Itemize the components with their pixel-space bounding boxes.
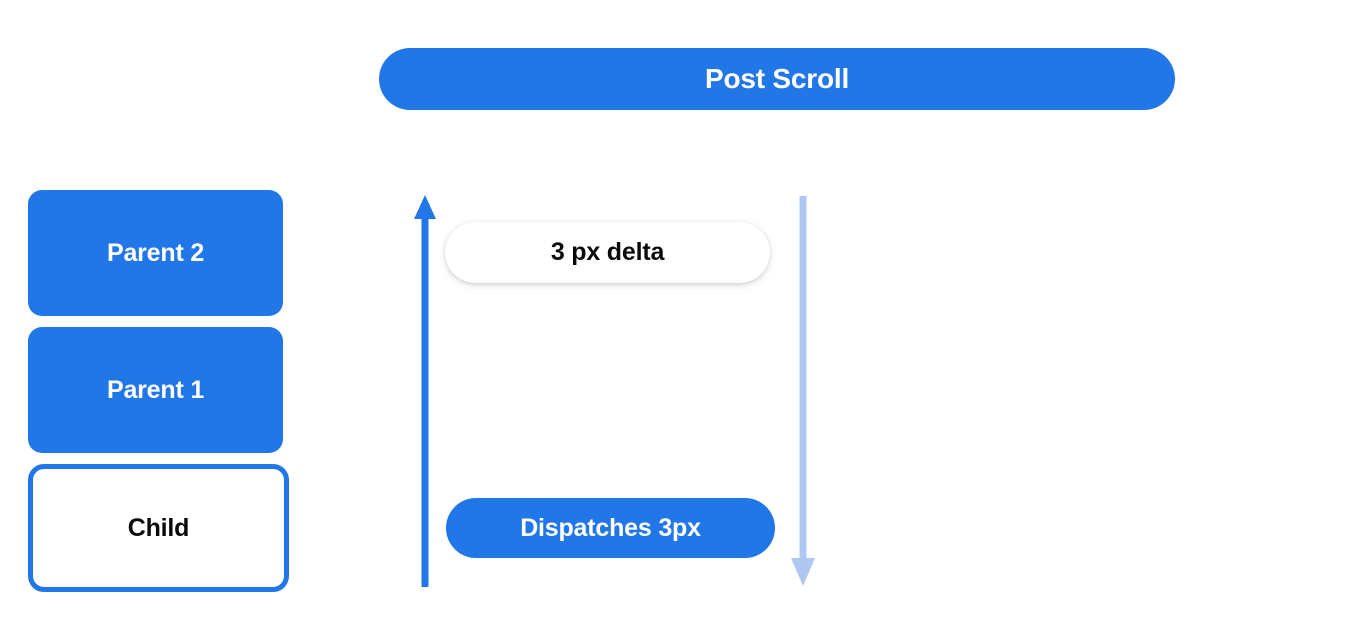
hierarchy-box-parent-2-label: Parent 2 [106, 238, 205, 267]
hierarchy-box-child-label: Child [127, 513, 190, 542]
hierarchy-box-parent-1-label: Parent 1 [106, 375, 205, 404]
scroll-down-arrow-icon [791, 196, 815, 586]
delta-chip: 3 px delta [445, 222, 770, 283]
post-scroll-header: Post Scroll [379, 48, 1175, 110]
dispatches-chip: Dispatches 3px [446, 498, 775, 558]
dispatches-chip-label: Dispatches 3px [520, 513, 701, 542]
delta-chip-label: 3 px delta [550, 238, 665, 266]
hierarchy-box-parent-1: Parent 1 [28, 327, 283, 453]
scroll-up-arrow-icon [414, 195, 436, 587]
hierarchy-box-child: Child [28, 464, 289, 592]
post-scroll-header-label: Post Scroll [704, 63, 850, 94]
hierarchy-box-parent-2: Parent 2 [28, 190, 283, 316]
